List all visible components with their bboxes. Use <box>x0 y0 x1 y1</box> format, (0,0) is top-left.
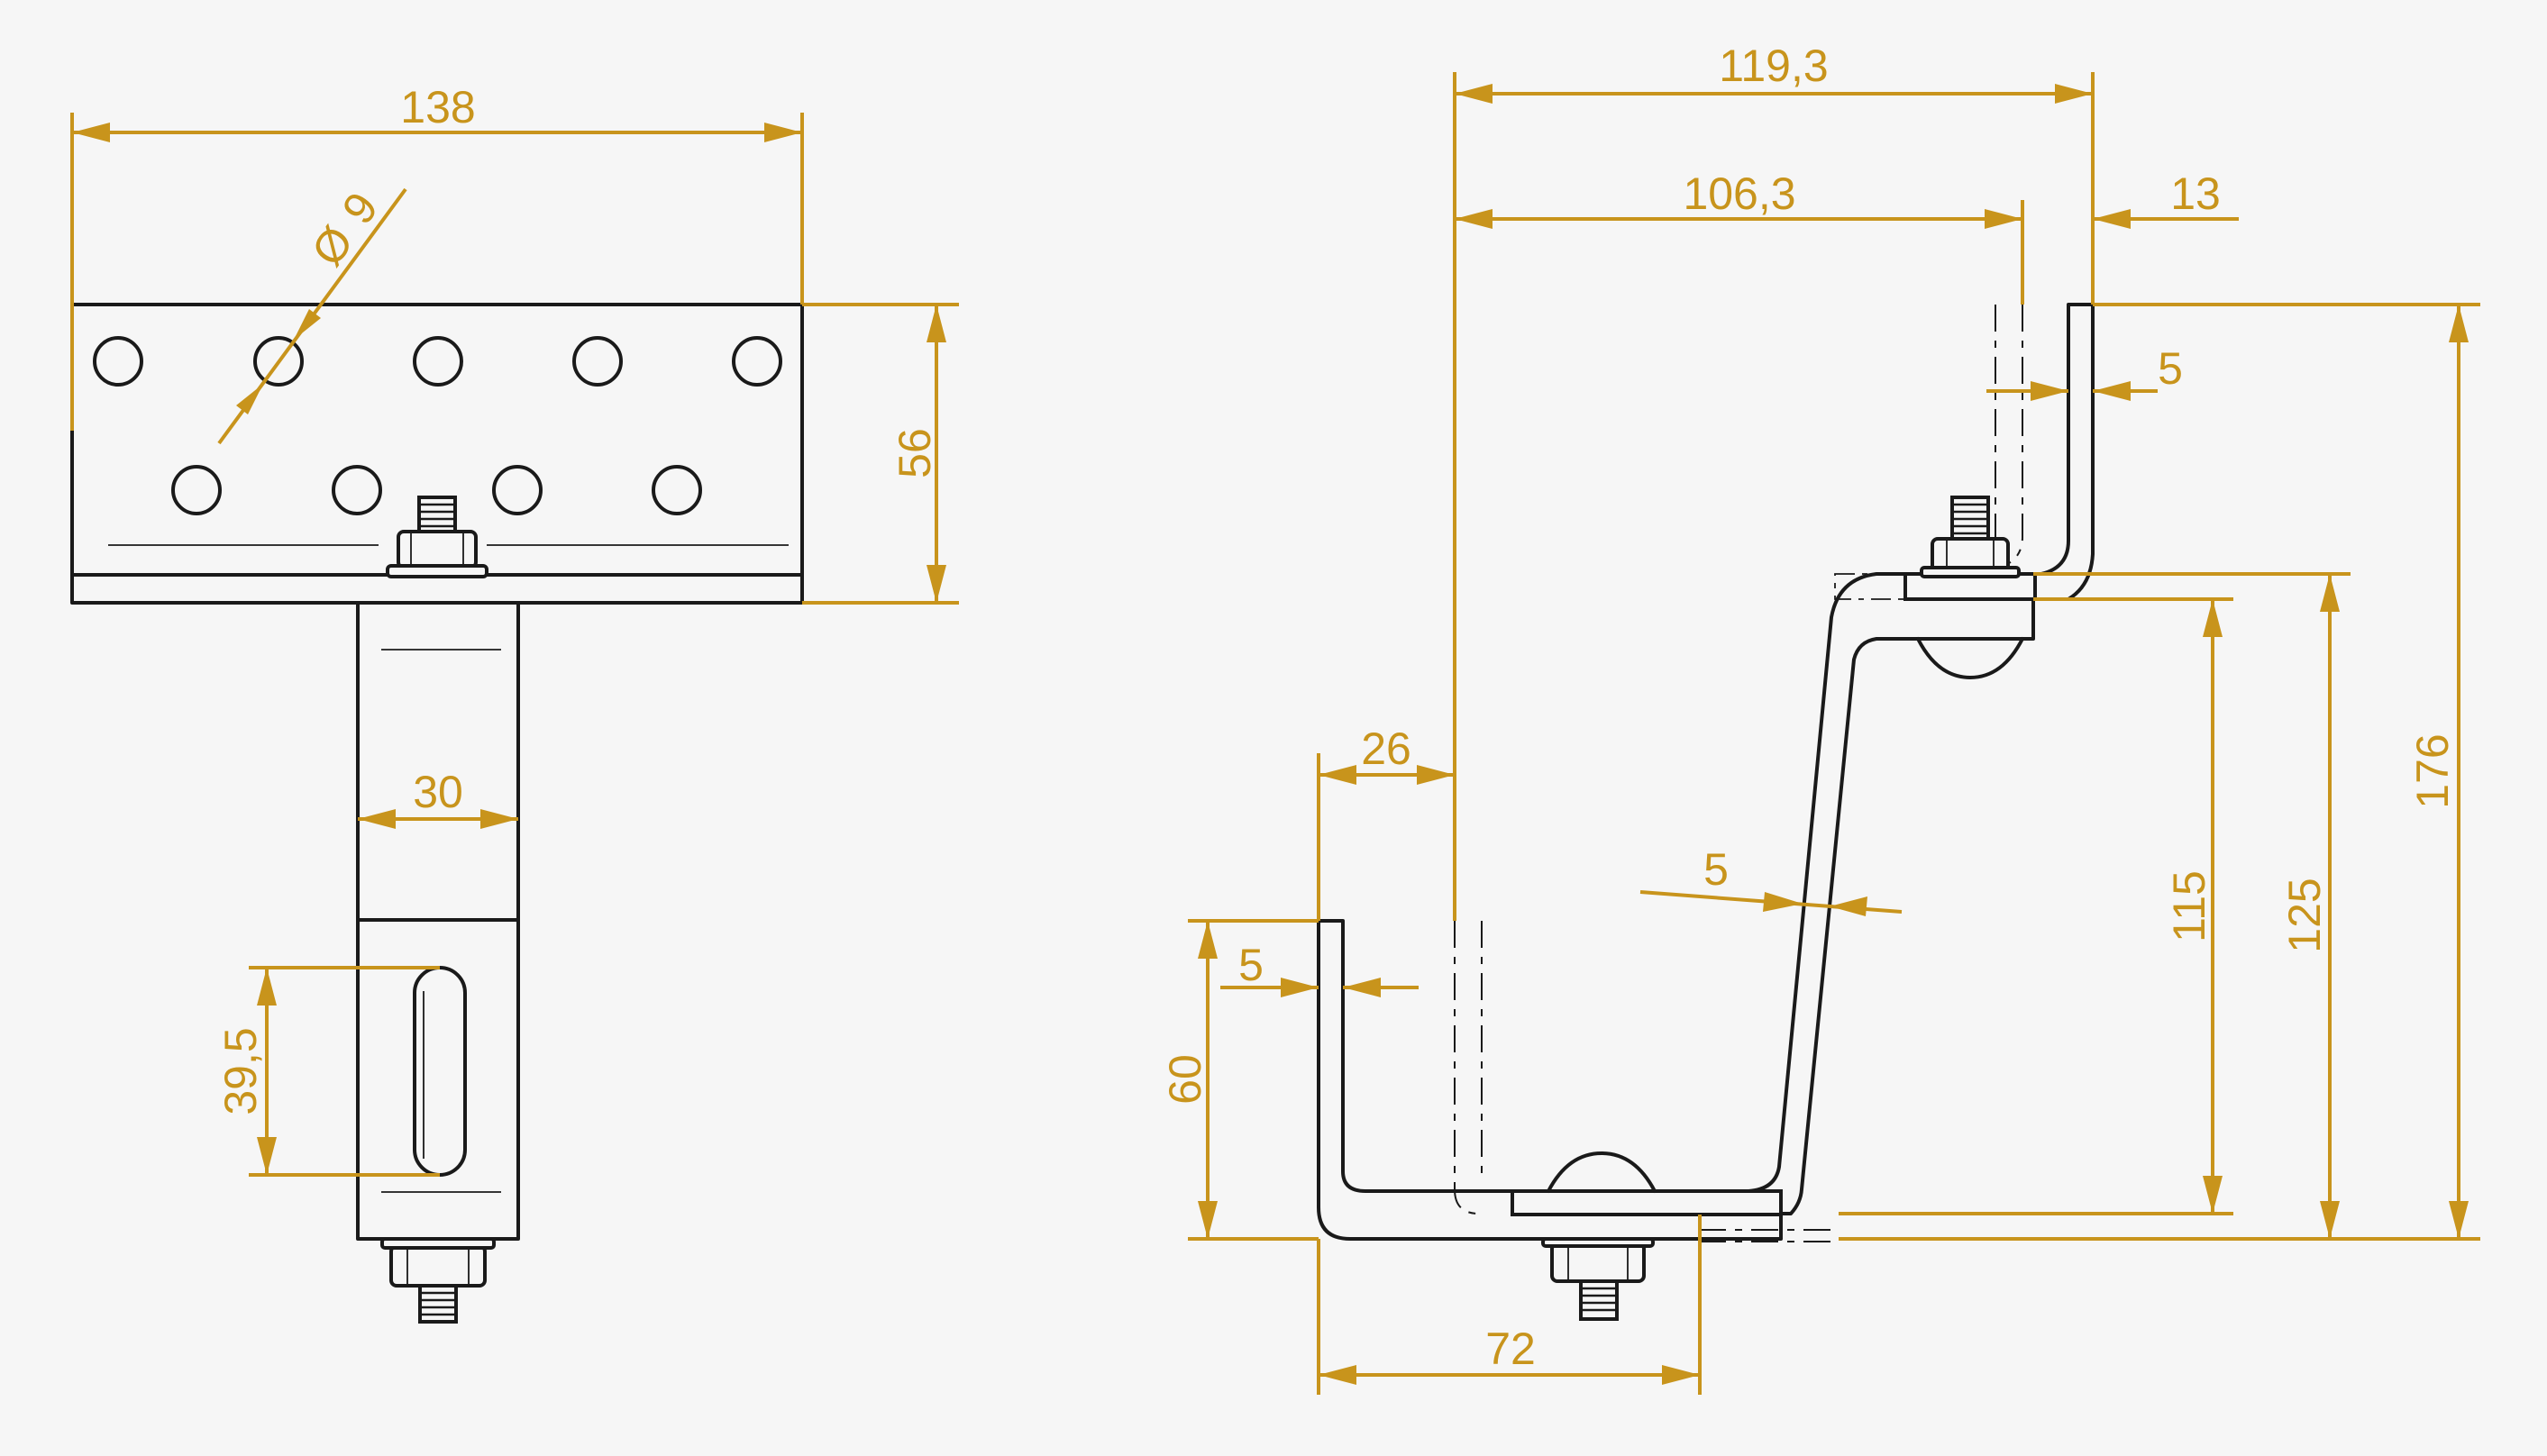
side-view: 119,3 106,3 13 5 26 <box>1160 41 2480 1395</box>
dimension-plate-height-56: 56 <box>802 303 959 605</box>
dimension-label: 119,3 <box>1719 41 1828 91</box>
hole <box>572 336 623 387</box>
dimension-leg-height-60: 60 <box>1160 919 1319 1241</box>
hole <box>253 336 304 387</box>
dimension-leg-thickness-5: 5 <box>1220 940 1419 997</box>
dimension-label: 5 <box>1703 844 1729 895</box>
post-bolt <box>380 1237 496 1324</box>
hole <box>171 465 222 515</box>
dimension-width-138: 138 <box>70 82 804 431</box>
hole <box>652 465 702 515</box>
dimension-125: 125 <box>2279 574 2340 1239</box>
adjustment-slot <box>413 966 467 1177</box>
hole <box>93 336 143 387</box>
dimension-label: 26 <box>1361 723 1411 774</box>
dimension-top-thickness-5: 5 <box>1986 343 2183 401</box>
dimension-label: 39,5 <box>215 1027 266 1115</box>
dimension-label: 125 <box>2279 878 2330 952</box>
dimension-label: 72 <box>1485 1324 1536 1374</box>
dimension-label: 13 <box>2170 168 2221 219</box>
dimension-label: 60 <box>1160 1054 1210 1105</box>
dimension-hole-diameter: Ø 9 <box>217 183 407 445</box>
dimension-label: 5 <box>1238 940 1264 990</box>
alternate-position-outline <box>1454 305 2023 1242</box>
dimension-label: 30 <box>413 767 463 817</box>
dimension-label: 115 <box>2164 870 2214 942</box>
dimension-label: 176 <box>2407 733 2458 808</box>
dimension-115: 115 <box>2164 599 2223 1214</box>
dimension-106-3: 106,3 <box>1455 168 2024 305</box>
base-bolt <box>1541 1237 1655 1321</box>
diameter-icon: Ø <box>302 217 363 275</box>
hole <box>492 465 543 515</box>
hole <box>732 336 782 387</box>
base-dome <box>1547 1151 1657 1193</box>
z-bracket <box>1317 303 2095 1241</box>
dimension-post-width-30: 30 <box>358 767 518 829</box>
plate-holes <box>93 336 782 515</box>
front-view: 138 Ø 9 56 30 <box>70 82 959 1324</box>
dimension-wall-thickness-5: 5 <box>1639 844 1903 916</box>
top-bolt <box>1903 496 2037 679</box>
dimension-26: 26 <box>1317 723 1455 921</box>
dimension-119-3: 119,3 <box>1453 41 2095 921</box>
dimension-base-72: 72 <box>1317 1215 1702 1395</box>
dimension-label: 106,3 <box>1683 168 1795 219</box>
hole <box>332 465 382 515</box>
dimension-label: 56 <box>890 428 940 478</box>
plate-bolt <box>386 496 488 578</box>
dimension-label: 5 <box>2158 343 2183 394</box>
dimension-slot-39-5: 39,5 <box>215 966 440 1177</box>
dimension-label: 138 <box>400 82 475 132</box>
hole <box>413 336 463 387</box>
dimension-13: 13 <box>2093 168 2239 229</box>
dimension-176: 176 <box>2407 305 2469 1239</box>
base-plate <box>1511 1189 1783 1216</box>
